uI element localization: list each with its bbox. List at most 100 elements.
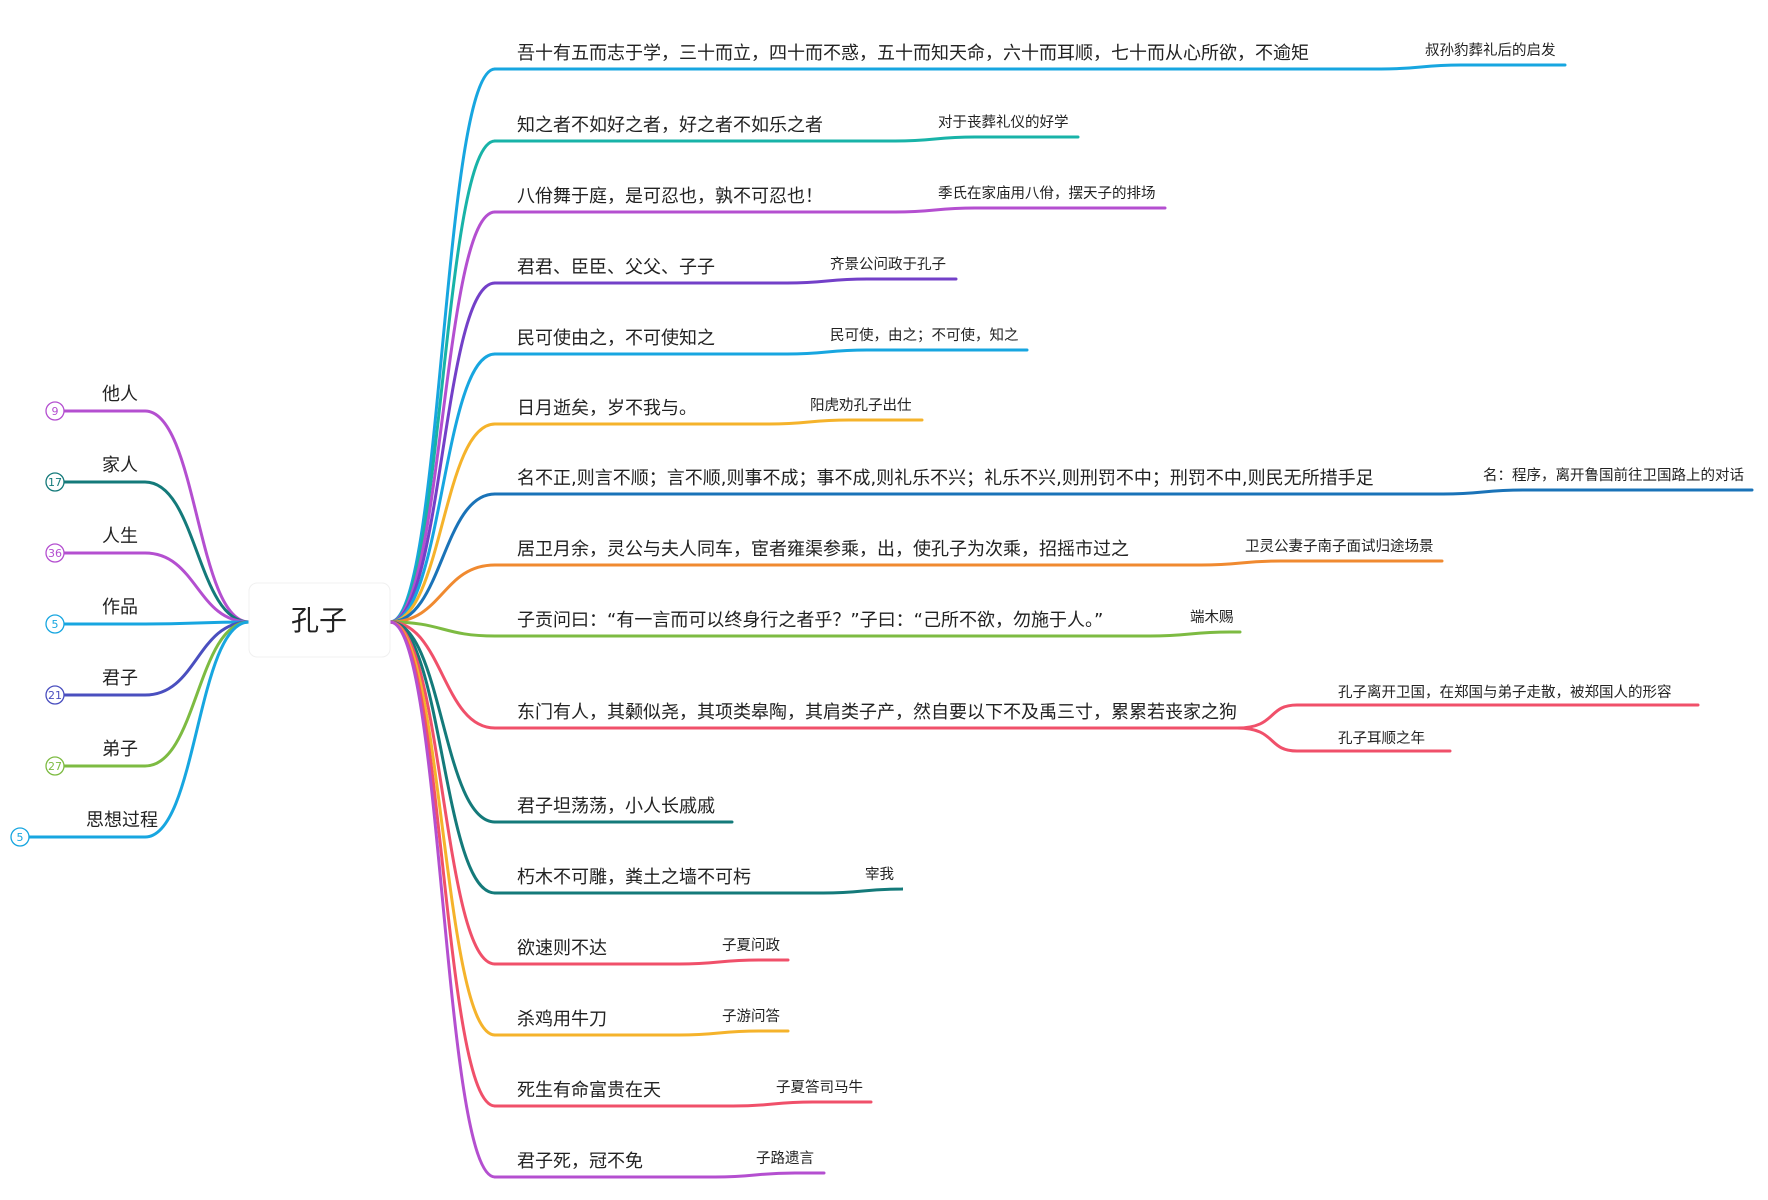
left-branch-connector: [59, 480, 251, 624]
count-label: 5: [17, 831, 24, 844]
branch-underline: [493, 887, 904, 895]
note-connector: [1235, 726, 1452, 753]
branch-underline: [493, 958, 790, 966]
branch-label: 名不正,则言不顺；言不顺,则事不成；事不成,则礼乐不兴；礼乐不兴,则刑罚不中；刑…: [517, 468, 1374, 489]
right-branches: 吾十有五而志于学，三十而立，四十而不惑，五十而知天命，六十而耳顺，七十而从心所欲…: [388, 42, 1754, 1179]
branch-9[interactable]: 子贡问曰：“有一言而可以终身行之者乎？”子曰：“己所不欲，勿施于人。” 端木赐: [388, 609, 1242, 638]
branch-connector: [388, 620, 497, 966]
branch-note: 齐景公问政于孔子: [830, 256, 946, 273]
count-circle: [45, 472, 65, 492]
branch-label: 君君、臣臣、父父、子子: [517, 257, 715, 278]
branch-11[interactable]: 君子坦荡荡，小人长戚戚: [388, 620, 734, 824]
branch-3[interactable]: 八佾舞于庭，是可忍也，孰不可忍也！季氏在家庙用八佾，摆天子的排场: [388, 185, 1167, 624]
branch-underline: [493, 630, 1242, 638]
branch-note: 季氏在家庙用八佾，摆天子的排场: [938, 185, 1156, 202]
branch-10[interactable]: 东门有人，其颡似尧，其项类皋陶，其肩类子产，然自要以下不及禹三寸，累累若丧家之狗…: [388, 620, 1700, 753]
branch-12[interactable]: 朽木不可雕，粪土之墙不可杇 宰我: [388, 620, 904, 895]
branch-underline: [493, 348, 1029, 356]
collapsed-count-badge[interactable]: 27: [45, 756, 65, 776]
branch-note: 名：程序，离开鲁国前往卫国路上的对话: [1483, 467, 1744, 484]
branch-underline: [493, 206, 1167, 214]
count-label: 9: [52, 405, 59, 418]
branch-label: 民可使由之，不可使知之: [517, 328, 715, 349]
branch-note: 端木赐: [1190, 609, 1234, 626]
left-branch-label: 他人: [102, 384, 138, 405]
collapsed-count-badge[interactable]: 5: [10, 827, 30, 847]
branch-connector: [388, 139, 497, 624]
branch-label: 日月逝矣，岁不我与。: [517, 398, 697, 419]
branch-note: 卫灵公妻子南子面试归途场景: [1245, 538, 1434, 555]
left-branch-connector: [59, 620, 251, 768]
count-label: 36: [48, 547, 62, 560]
left-branch-4[interactable]: 作品 5: [45, 597, 251, 634]
branch-7[interactable]: 名不正,则言不顺；言不顺,则事不成；事不成,则礼乐不兴；礼乐不兴,则刑罚不中；刑…: [388, 467, 1754, 624]
root-box: [248, 582, 391, 658]
left-branch-1[interactable]: 他人 9: [45, 384, 251, 624]
branch-underline: [493, 559, 1444, 567]
count-circle: [45, 401, 65, 421]
branch-note: 对于丧葬礼仪的好学: [938, 114, 1069, 131]
note-connector: [1235, 703, 1700, 730]
left-branch-6[interactable]: 弟子 27: [45, 620, 251, 776]
root-node[interactable]: 孔子: [248, 582, 391, 658]
branch-connector: [388, 620, 497, 895]
branch-note: 叔孙豹葬礼后的启发: [1425, 42, 1556, 59]
count-circle: [45, 543, 65, 563]
branch-label: 欲速则不达: [517, 938, 607, 959]
branch-13[interactable]: 欲速则不达子夏问政: [388, 620, 790, 966]
branch-label: 君子坦荡荡，小人长戚戚: [517, 796, 715, 817]
collapsed-count-badge[interactable]: 36: [45, 543, 65, 563]
branch-connector: [388, 620, 497, 730]
branch-1[interactable]: 吾十有五而志于学，三十而立，四十而不惑，五十而知天命，六十而耳顺，七十而从心所欲…: [388, 42, 1567, 624]
left-branch-label: 弟子: [102, 739, 138, 760]
collapsed-count-badge[interactable]: 9: [45, 401, 65, 421]
branch-label: 君子死，冠不免: [517, 1151, 643, 1172]
branch-connector: [388, 492, 497, 624]
left-branch-connector: [59, 620, 251, 626]
left-branch-connector: [59, 409, 251, 624]
branch-6[interactable]: 日月逝矣，岁不我与。阳虎劝孔子出仕: [388, 397, 924, 624]
left-branch-connector: [59, 620, 251, 697]
branch-label: 吾十有五而志于学，三十而立，四十而不惑，五十而知天命，六十而耳顺，七十而从心所欲…: [517, 43, 1309, 64]
branch-8[interactable]: 居卫月余，灵公与夫人同车，宦者雍渠参乘，出，使孔子为次乘，招摇市过之 卫灵公妻子南…: [388, 538, 1444, 624]
branch-underline: [493, 418, 924, 426]
branch-note: 子路遗言: [756, 1150, 814, 1167]
count-label: 21: [48, 689, 62, 702]
collapsed-count-badge[interactable]: 5: [45, 614, 65, 634]
count-circle: [45, 756, 65, 776]
branch-connector: [388, 563, 497, 624]
branch-connector: [388, 620, 497, 824]
branch-5[interactable]: 民可使由之，不可使知之民可使，由之；不可使，知之: [388, 327, 1029, 624]
branch-underline: [493, 63, 1567, 71]
branch-connector: [388, 620, 497, 1037]
collapsed-count-badge[interactable]: 17: [45, 472, 65, 492]
root-label: 孔子: [291, 604, 347, 637]
branch-label: 子贡问曰：“有一言而可以终身行之者乎？”子曰：“己所不欲，勿施于人。”: [517, 610, 1103, 631]
left-branch-connector: [59, 551, 251, 624]
branch-16[interactable]: 君子死，冠不免 子路遗言: [388, 620, 826, 1179]
collapsed-count-badge[interactable]: 21: [45, 685, 65, 705]
branch-label: 居卫月余，灵公与夫人同车，宦者雍渠参乘，出，使孔子为次乘，招摇市过之: [517, 539, 1129, 560]
left-branch-connector: [24, 620, 251, 839]
branch-2[interactable]: 知之者不如好之者，好之者不如乐之者对于丧葬礼仪的好学: [388, 114, 1080, 624]
branch-connector: [388, 281, 497, 624]
left-branch-label: 作品: [102, 597, 138, 618]
count-label: 17: [48, 476, 62, 489]
branch-underline: [493, 1171, 826, 1179]
branch-note: 宰我: [865, 866, 894, 883]
branch-label: 朽木不可雕，粪土之墙不可杇: [517, 867, 751, 888]
branch-connector: [388, 210, 497, 624]
branch-label: 杀鸡用牛刀: [517, 1009, 607, 1030]
branch-underline: [493, 1029, 790, 1037]
branch-15[interactable]: 死生有命富贵在天子夏答司马牛: [388, 620, 873, 1108]
branch-note: 孔子离开卫国，在郑国与弟子走散，被郑国人的形容: [1338, 684, 1672, 701]
branch-4[interactable]: 君君、臣臣、父父、子子 齐景公问政于孔子: [388, 256, 958, 624]
branch-label: 死生有命富贵在天: [517, 1080, 661, 1101]
count-circle: [10, 827, 30, 847]
